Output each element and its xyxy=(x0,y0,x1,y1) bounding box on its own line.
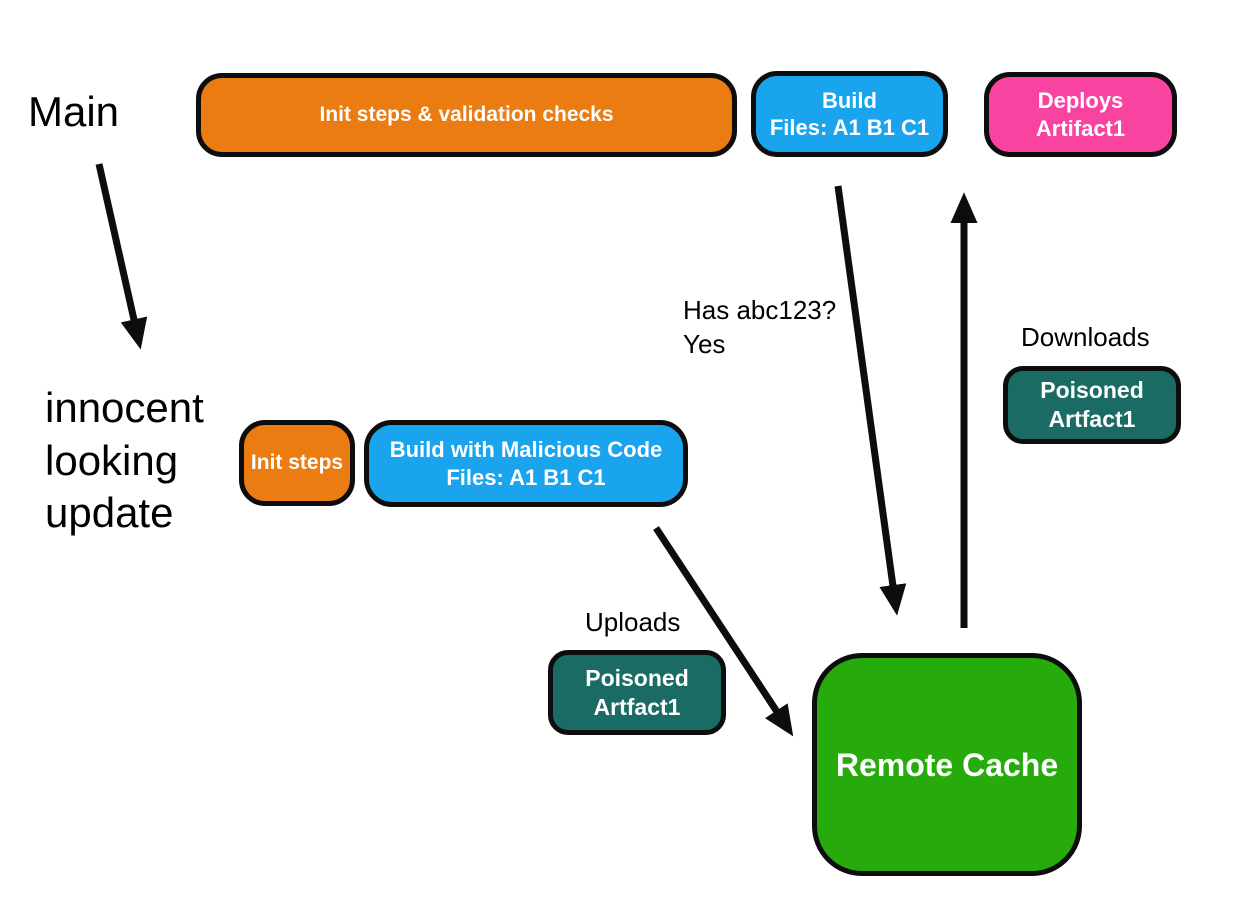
node-build-with-malicious-code: Build with Malicious Code Files: A1 B1 C… xyxy=(364,420,688,507)
has-abc123-annotation: Has abc123? Yes xyxy=(683,295,837,359)
node-poisoned-artifact-download: Poisoned Artfact1 xyxy=(1003,366,1181,444)
downloads-annotation: Downloads xyxy=(1021,322,1150,352)
uploads-annotation: Uploads xyxy=(585,607,681,637)
arrow-main-to-innocent-update xyxy=(95,163,148,350)
main-branch-label: Main xyxy=(28,88,120,135)
node-init-validation-checks: Init steps & validation checks xyxy=(196,73,737,157)
node-build-files: Build Files: A1 B1 C1 xyxy=(751,71,948,157)
node-poisoned-artifact-upload: Poisoned Artfact1 xyxy=(548,650,726,735)
node-init-steps: Init steps xyxy=(239,420,355,506)
innocent-update-branch-label: innocent looking update xyxy=(45,384,204,536)
node-deploys-artifact1: Deploys Artifact1 xyxy=(984,72,1177,157)
arrow-build-to-remote-cache xyxy=(834,185,907,616)
node-remote-cache: Remote Cache xyxy=(812,653,1082,876)
